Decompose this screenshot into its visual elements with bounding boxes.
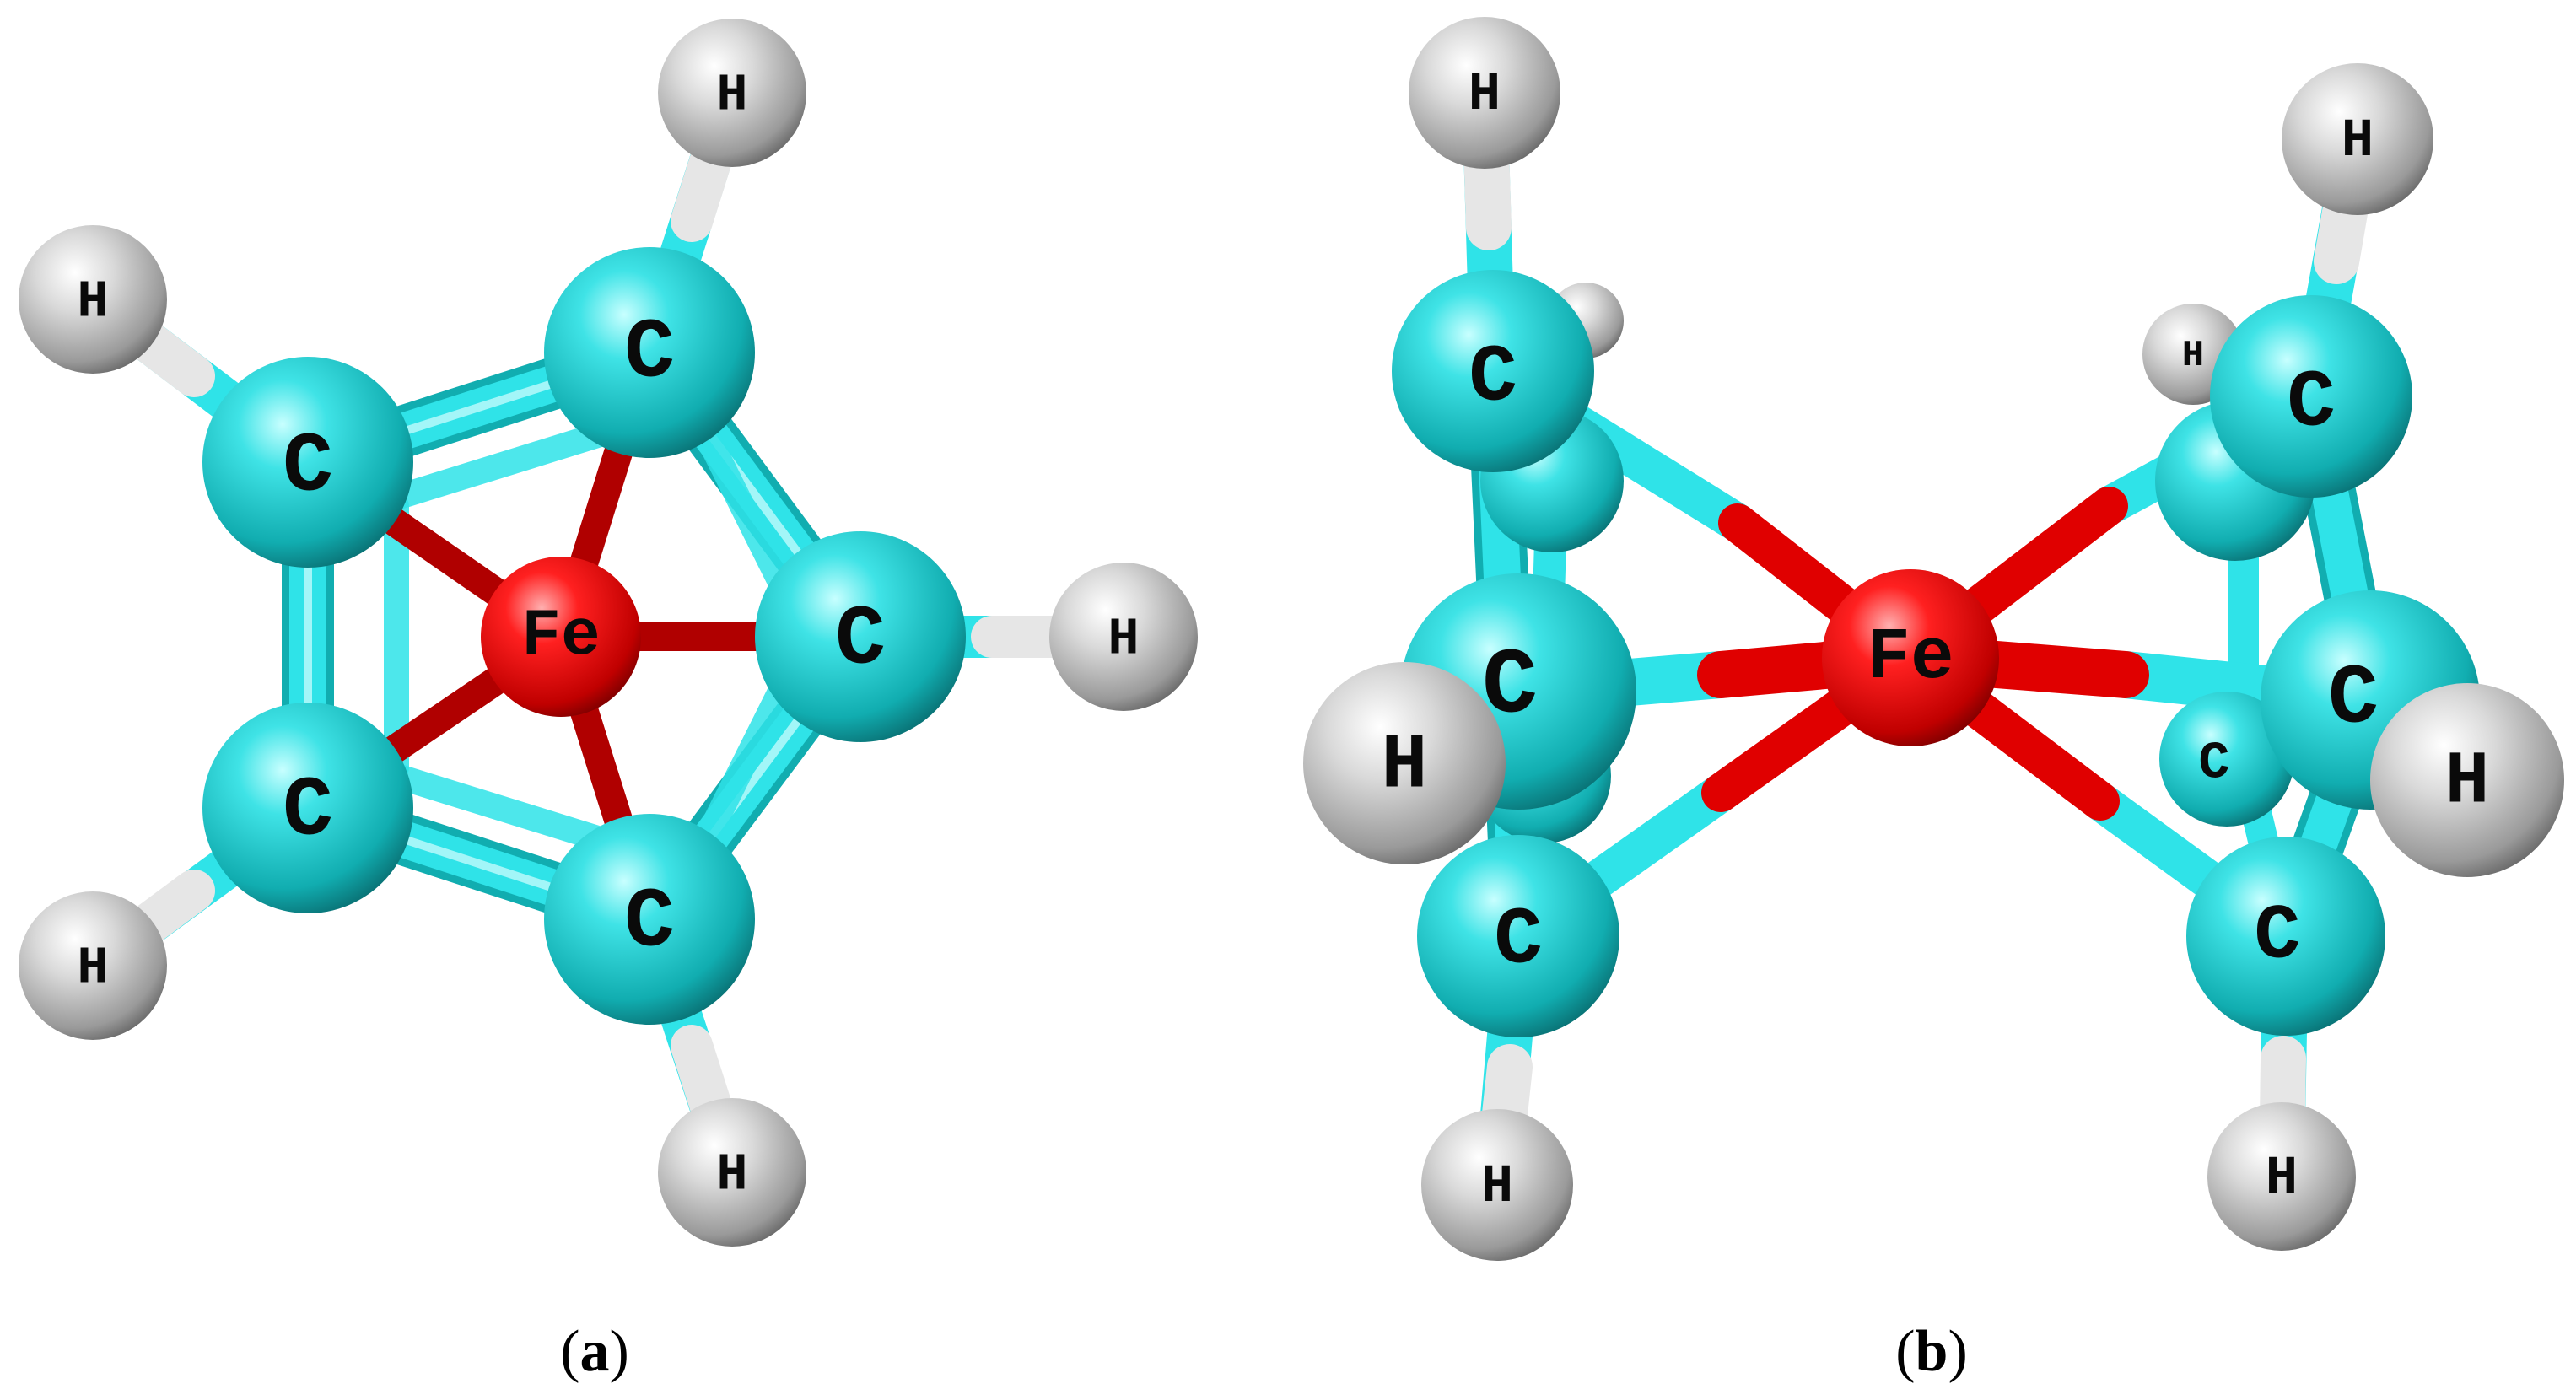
panel-a-carbon-label: C [624, 876, 675, 972]
panel-a-carbon-1: C [202, 357, 413, 568]
panel-b-hydrogen-3: H [1303, 662, 1506, 864]
panel-a-hydrogen-label: H [1107, 610, 1139, 670]
panel-b-hydrogen-label: H [2266, 1149, 2298, 1209]
panel-a-hydrogen-1: H [19, 225, 167, 374]
panel-a-carbon-3: C [755, 531, 966, 742]
panel-b-carbon-atoms: C C C C C C [1392, 270, 2480, 1037]
panel-b-carbon-4: C [2210, 295, 2412, 498]
panel-b-carbon-back-3: C [2159, 692, 2294, 827]
panel-a-caption: (a) [560, 1319, 629, 1384]
panel-b-carbon-label: C [1494, 895, 1543, 987]
panel-b-hydrogen-label: H [2182, 335, 2204, 377]
panel-a-carbon-2: C [544, 247, 755, 458]
panel-a-carbon-label: C [283, 765, 333, 860]
panel-b-hydrogen-1: H [1409, 17, 1560, 169]
panel-b-hydrogen-label: H [1469, 65, 1501, 126]
panel-b: H C Fe C [1303, 17, 2564, 1384]
panel-b-hydrogen-label: H [1381, 722, 1427, 810]
panel-a-hydrogen-5: H [19, 891, 167, 1040]
panel-b-carbon-6: C [2186, 837, 2385, 1036]
panel-b-carbon-label: C [2328, 653, 2379, 748]
panel-b-hydrogen-label: H [2445, 741, 2490, 825]
panel-a-hydrogen-atoms: H H H H H [19, 19, 1198, 1247]
panel-a-carbon-4: C [544, 814, 755, 1025]
panel-a-hydrogen-3: H [1049, 563, 1198, 711]
panel-b-carbon-label: C [2287, 358, 2336, 450]
panel-a-carbon-5: C [202, 703, 413, 913]
panel-b-iron-atom: Fe [1822, 569, 1999, 746]
panel-b-hydrogen-2: H [2282, 63, 2433, 215]
panel-b-carbon-2: C [1417, 835, 1619, 1037]
panel-b-carbon-label: C [2198, 734, 2229, 794]
panel-b-carbon-label: C [2254, 892, 2300, 981]
panel-b-hydrogen-4: H [2370, 683, 2564, 877]
panel-a-carbon-label: C [283, 421, 333, 516]
panel-a-carbon-label: C [835, 594, 886, 689]
panel-b-hydrogen-label: H [1481, 1157, 1513, 1218]
panel-b-hydrogen-atoms: H H H H H H [1303, 17, 2564, 1261]
panel-a-iron-atom: Fe [481, 557, 641, 717]
panel-a-hydrogen-label: H [77, 939, 108, 999]
panel-a-carbon-atoms: C C C C C [202, 247, 966, 1025]
panel-a-hydrogen-label: H [716, 66, 747, 126]
panel-a: Fe C C C C C [19, 19, 1198, 1384]
panel-b-caption: (b) [1895, 1319, 1968, 1384]
panel-a-hydrogen-2: H [658, 19, 806, 167]
panel-b-hydrogen-5: H [1421, 1109, 1573, 1261]
panel-a-hydrogen-label: H [77, 272, 108, 332]
panel-b-iron-label: Fe [1867, 617, 1954, 699]
panel-a-carbon-label: C [624, 307, 675, 402]
panel-b-hydrogen-6: H [2207, 1102, 2356, 1251]
panel-b-carbon-1: C [1392, 270, 1594, 472]
panel-a-hydrogen-4: H [658, 1098, 806, 1247]
panel-a-iron-label: Fe [521, 600, 601, 674]
panel-a-hydrogen-label: H [716, 1145, 747, 1205]
panel-b-hydrogen-label: H [2342, 111, 2374, 172]
panel-b-carbon-label: C [1469, 332, 1517, 424]
